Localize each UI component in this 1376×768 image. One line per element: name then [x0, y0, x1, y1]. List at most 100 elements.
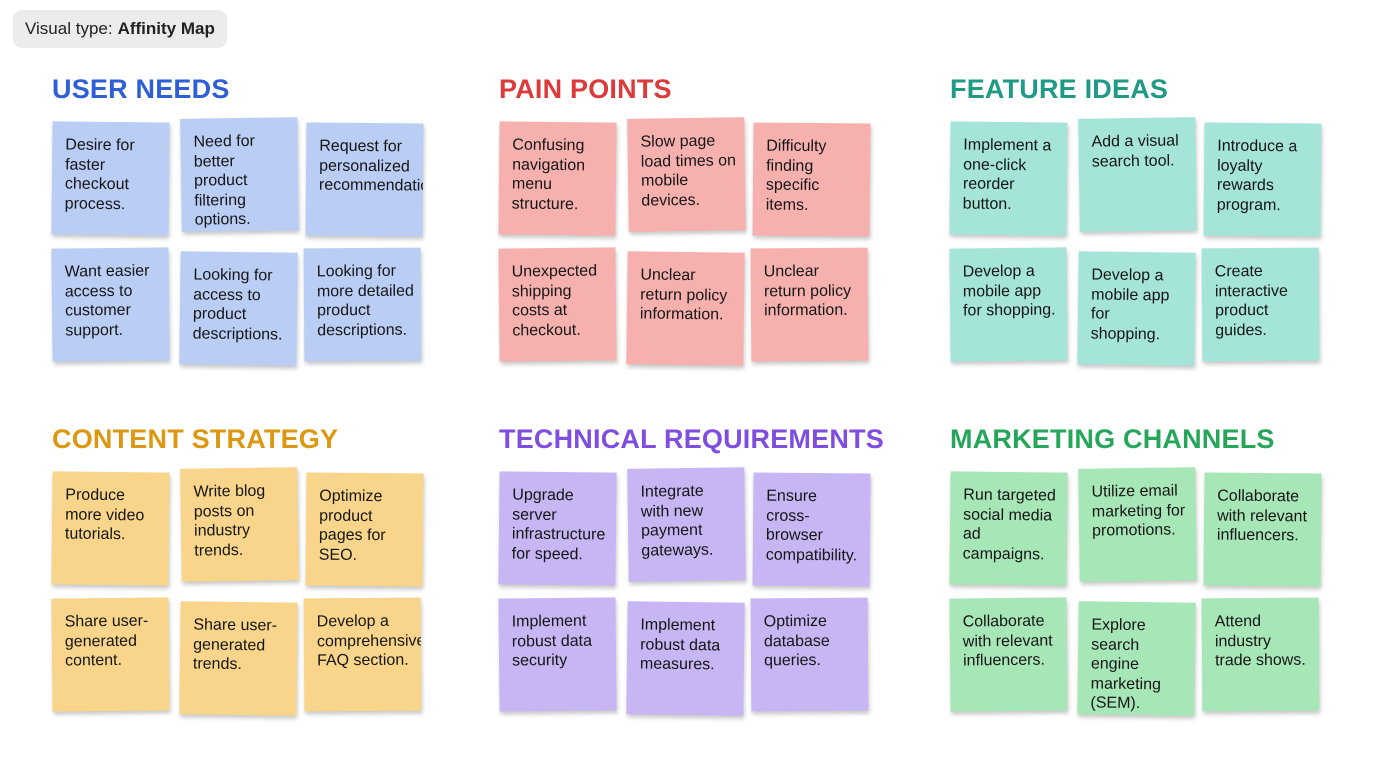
sticky-note-line: search engine	[1090, 635, 1140, 674]
sticky-note-line: Optimize	[319, 487, 383, 506]
sticky-note-line: Unclear	[763, 262, 819, 281]
sticky-note-line: Request for	[319, 137, 403, 156]
sticky-note-line: promotions.	[1091, 521, 1176, 540]
visual-type-label: Visual type:	[25, 19, 113, 38]
sticky-note-line: Ensure	[766, 487, 818, 506]
sticky-note-line: marketing	[1090, 674, 1162, 693]
sticky-note-line: specific	[765, 176, 820, 195]
cluster-title: MARKETING CHANNELS	[950, 424, 1275, 454]
sticky-note-line: Develop a	[1091, 266, 1164, 285]
sticky-note-line: Need for	[193, 132, 256, 151]
sticky-note-line: process.	[64, 195, 126, 213]
sticky-note-line: for shopping.	[962, 301, 1056, 320]
sticky-note-line: more detailed	[316, 282, 414, 300]
sticky-note-line: Utilize email	[1091, 482, 1178, 501]
sticky-note-line: marketing for	[1091, 501, 1186, 521]
sticky-note-line: one-click	[963, 156, 1027, 174]
sticky-note-line: product	[316, 301, 371, 320]
sticky-note-line: robust data	[511, 632, 593, 650]
cluster-title: TECHNICAL REQUIREMENTS	[499, 424, 884, 454]
sticky-note-line: (SEM).	[1090, 694, 1141, 713]
sticky-note-line: with relevant	[1217, 507, 1308, 525]
sticky-note-line: payment	[640, 521, 703, 540]
sticky-note-line: content.	[64, 651, 123, 670]
sticky-note-line: ad campaigns.	[962, 525, 1045, 563]
sticky-note-line: options.	[194, 210, 251, 229]
sticky-note-line: information.	[763, 301, 848, 320]
sticky-note-line: Implement	[511, 612, 587, 631]
sticky-note-line: navigation	[512, 156, 586, 174]
sticky-note-line: access to	[193, 285, 261, 304]
sticky-note-line: cross-browser	[765, 507, 823, 545]
sticky-note-line: Attend	[1214, 612, 1262, 631]
sticky-note-line: robust data	[640, 635, 721, 654]
sticky-note-line: descriptions.	[317, 321, 408, 339]
sticky-note-line: menu	[511, 175, 553, 193]
sticky-note-line: product	[319, 507, 373, 525]
sticky-note-line: queries.	[763, 651, 822, 670]
sticky-note-line: security	[511, 651, 568, 670]
sticky-note-line: more video	[65, 506, 145, 524]
sticky-note-line: tutorials.	[64, 525, 126, 544]
sticky-note-line: Want easier	[64, 262, 150, 281]
sticky-note-line: measures.	[639, 655, 715, 674]
sticky-note-line: mobile app for	[1090, 285, 1170, 323]
sticky-note-line: costs at	[511, 301, 568, 320]
sticky-note-line: loyalty	[1217, 157, 1263, 175]
sticky-note-line: interactive	[1214, 282, 1288, 300]
sticky-note-line: filtering	[194, 191, 247, 210]
sticky-note-line: structure.	[511, 195, 579, 213]
sticky-note-line: Integrate	[640, 482, 704, 501]
sticky-note-line: SEO.	[318, 546, 358, 564]
sticky-note-line: Looking for	[193, 266, 273, 285]
sticky-note-line: mobile	[640, 171, 689, 190]
sticky-note-line: checkout.	[512, 321, 581, 339]
sticky-note-line: Write blog	[193, 482, 266, 501]
sticky-note-line: Create	[1214, 262, 1263, 281]
sticky-note-line: comprehensive	[316, 632, 422, 650]
sticky-note-line: pages for	[318, 526, 386, 545]
sticky-note-line: Slow page	[640, 132, 716, 151]
visual-type-value: Affinity Map	[117, 19, 215, 38]
sticky-note-line: Add a visual	[1091, 132, 1179, 151]
